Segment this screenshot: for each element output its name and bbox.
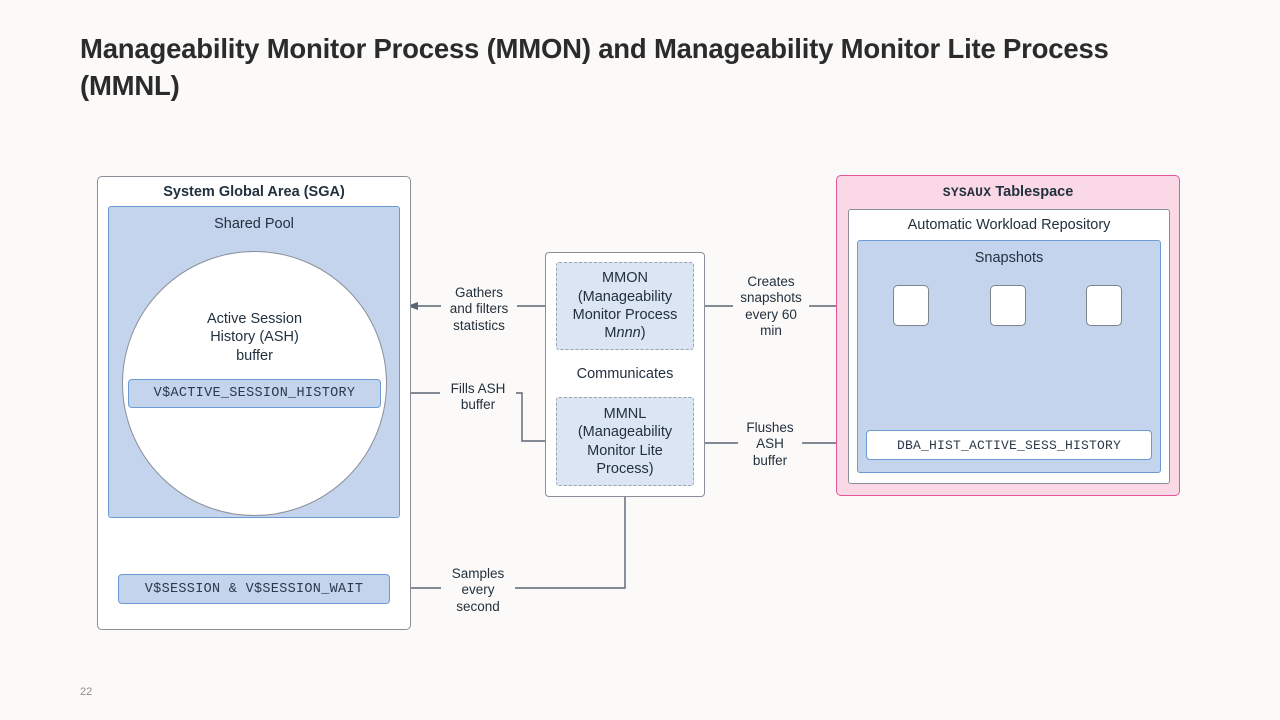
dba-hist-active-sess-history-chip: DBA_HIST_ACTIVE_SESS_HISTORY	[866, 430, 1152, 460]
edge-samples-line-1: Samples	[451, 566, 505, 581]
v-session-and-wait-chip: V$SESSION & V$SESSION_WAIT	[118, 574, 390, 604]
mmnl-process-text: MMNL (Manageability Monitor Lite Process…	[578, 405, 672, 478]
mmon-name: MMON	[602, 270, 648, 287]
edge-label-fills: Fills ASH buffer	[440, 379, 516, 416]
shared-pool-title: Shared Pool	[214, 216, 294, 232]
page-title: Manageability Monitor Process (MMON) and…	[80, 33, 1109, 102]
edge-label-flushes: Flushes ASH buffer	[738, 418, 802, 472]
edge-gathers-line-3: statistics	[453, 317, 505, 333]
page-number: 22	[80, 686, 93, 698]
edge-samples-line-3: second	[456, 598, 500, 614]
mmnl-name: MMNL	[603, 405, 647, 422]
snapshot-item	[990, 285, 1026, 326]
edge-fills-line-1: Fills ASH	[450, 381, 506, 396]
mmnl-desc-2: Monitor Lite	[587, 442, 663, 459]
v-active-session-history-chip: V$ACTIVE_SESSION_HISTORY	[128, 379, 381, 408]
mmon-desc-1: (Manageability	[577, 288, 673, 305]
awr-title: Automatic Workload Repository	[907, 217, 1111, 233]
ash-label-line-2: History (ASH)	[210, 329, 299, 346]
communicates-label: Communicates	[576, 366, 674, 382]
edge-creates-line-3: every 60	[745, 306, 797, 322]
mmon-desc-3-italic: nnn	[616, 325, 641, 342]
edge-gathers-line-2: and filters	[449, 301, 509, 317]
ash-buffer-label: Active Session History (ASH) buffer	[123, 310, 386, 365]
edge-fills-line-2: buffer	[460, 397, 496, 413]
sga-title: System Global Area (SGA)	[163, 184, 345, 200]
sysaux-title: SYSAUX Tablespace	[837, 184, 1179, 200]
mmnl-process-box: MMNL (Manageability Monitor Lite Process…	[556, 397, 694, 486]
edge-samples-line-2: every	[461, 582, 495, 598]
mmon-desc-3-prefix: M	[604, 325, 617, 342]
mmon-desc-2: Monitor Process	[572, 307, 678, 323]
edge-flushes-line-3: buffer	[752, 452, 788, 468]
mmon-process-text: MMON (Manageability Monitor Process Mnnn…	[573, 269, 678, 342]
edge-creates-line-2: snapshots	[740, 290, 802, 306]
edge-creates-line-1: Creates	[747, 274, 795, 289]
mmon-process-box: MMON (Manageability Monitor Process Mnnn…	[556, 262, 694, 350]
snapshots-title: Snapshots	[974, 250, 1044, 266]
mmnl-desc-1: (Manageability	[577, 424, 673, 441]
edge-label-samples: Samples every second	[441, 564, 515, 618]
sysaux-title-mono: SYSAUX	[942, 185, 992, 200]
edge-gathers-line-1: Gathers	[454, 285, 504, 300]
snapshot-item	[893, 285, 929, 326]
mmon-desc-3-suffix: )	[640, 325, 646, 342]
edge-creates-line-4: min	[760, 323, 782, 339]
edge-flushes-line-2: ASH	[756, 436, 784, 452]
ash-label-line-3: buffer	[236, 347, 273, 364]
edge-label-creates: Creates snapshots every 60 min	[733, 272, 809, 342]
sysaux-title-rest: Tablespace	[991, 184, 1074, 200]
mmnl-desc-3: Process)	[596, 460, 654, 477]
snapshot-item	[1086, 285, 1122, 326]
ash-label-line-1: Active Session	[206, 311, 303, 327]
edge-label-gathers: Gathers and filters statistics	[441, 283, 517, 337]
edge-flushes-line-1: Flushes	[746, 420, 794, 435]
